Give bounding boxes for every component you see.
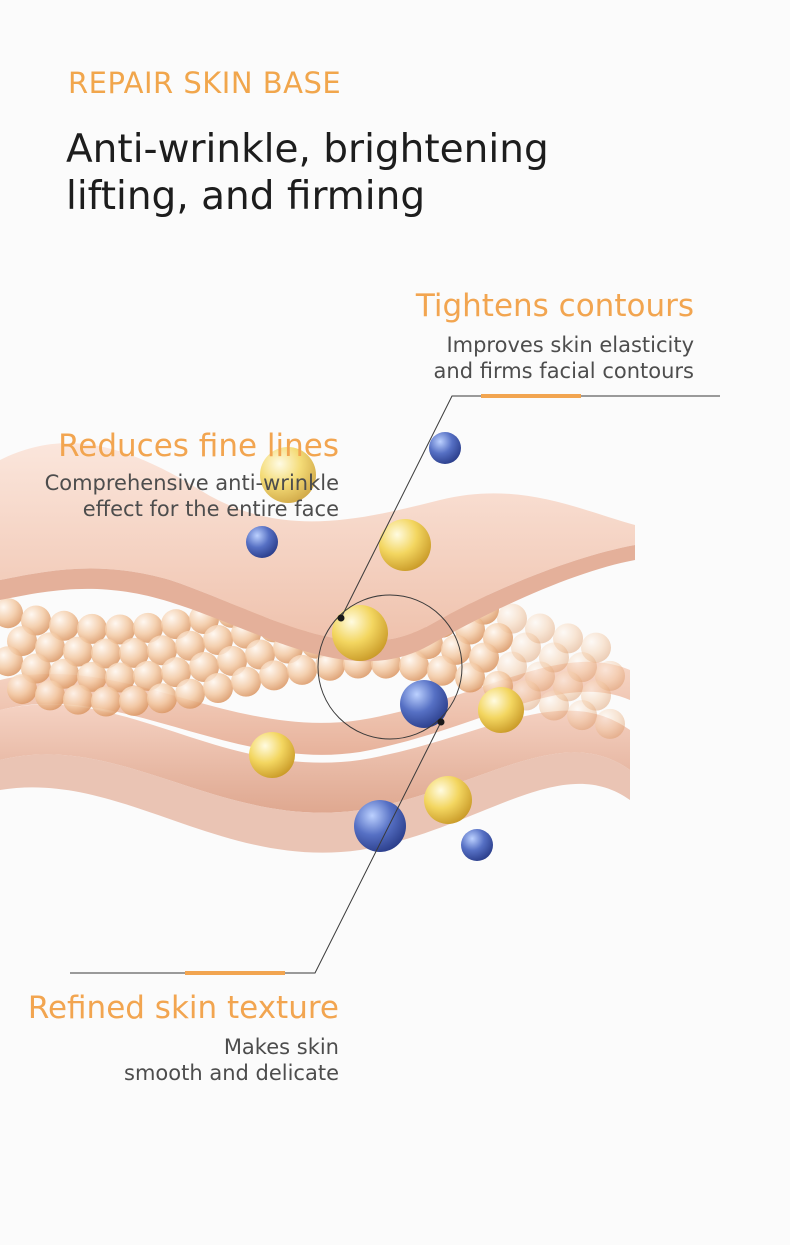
collagen-bead	[203, 673, 233, 704]
collagen-bead	[539, 690, 569, 721]
gold-capsule	[332, 605, 388, 661]
collagen-bead	[63, 636, 93, 667]
skin-layer-bottom	[0, 704, 630, 813]
feature-title: Refined skin texture	[27, 990, 339, 1026]
blue-capsule	[354, 800, 406, 852]
collagen-bead	[175, 678, 205, 709]
accent-bar-top	[481, 394, 581, 398]
collagen-bead	[49, 610, 79, 641]
blue-capsule	[429, 432, 461, 464]
collagen-bead	[231, 666, 261, 697]
collagen-bead	[77, 613, 107, 644]
collagen-bead	[91, 638, 121, 669]
collagen-bead	[175, 630, 205, 661]
feature-title: Tightens contours	[415, 288, 694, 324]
feature-desc-line: Improves skin elasticity	[446, 333, 694, 357]
collagen-bead	[91, 686, 121, 717]
collagen-bead	[0, 646, 23, 677]
blue-capsule	[461, 829, 493, 861]
magnifier-ring	[317, 594, 463, 740]
skin-layers-illustration	[0, 394, 720, 975]
feature-refined-skin-texture: Refined skin texture Makes skin smooth a…	[28, 990, 339, 1086]
collagen-bead	[63, 684, 93, 715]
accent-bar-bottom	[185, 971, 285, 975]
feature-desc-line: Makes skin	[223, 1035, 339, 1059]
collagen-bead	[119, 637, 149, 668]
collagen-bead	[427, 655, 457, 686]
gold-capsule	[379, 519, 431, 571]
collagen-bead	[259, 660, 289, 691]
collagen-bead	[161, 609, 191, 640]
collagen-bead	[147, 635, 177, 666]
callout-dot-bottom	[437, 718, 445, 726]
feature-desc-line: Comprehensive anti-wrinkle	[44, 471, 339, 495]
feature-reduces-fine-lines: Reduces fine lines Comprehensive anti-wr…	[45, 428, 339, 522]
collagen-bead	[147, 683, 177, 714]
blue-capsule	[246, 526, 278, 558]
callout-dot-top	[337, 614, 345, 622]
gold-capsule	[260, 447, 316, 503]
collagen-bead	[133, 660, 163, 691]
callout-line-top	[340, 395, 720, 619]
collagen-bead	[49, 658, 79, 689]
feature-title: Reduces fine lines	[58, 428, 339, 464]
collagen-bead	[119, 685, 149, 716]
collagen-bead	[455, 662, 485, 693]
section-eyebrow: REPAIR SKIN BASE	[68, 66, 342, 100]
gold-capsule	[249, 732, 295, 778]
feature-tightens-contours: Tightens contours Improves skin elastici…	[416, 288, 694, 384]
skin-layer-top-edge	[0, 545, 635, 662]
page-headline: Anti-wrinkle, brightening lifting, and f…	[66, 126, 549, 220]
collagen-bead	[35, 632, 65, 663]
collagen-bead	[35, 680, 65, 711]
collagen-bead	[105, 662, 135, 693]
collagen-bead	[399, 650, 429, 681]
skin-layer-bottom-edge	[0, 752, 630, 853]
feature-desc-line: and firms facial contours	[433, 359, 694, 383]
skin-layer-top	[0, 443, 635, 642]
headline-line-2: lifting, and firming	[66, 174, 426, 219]
headline-line-1: Anti-wrinkle, brightening	[66, 127, 549, 172]
gold-capsule	[424, 776, 472, 824]
collagen-bead	[7, 674, 37, 705]
feature-desc-line: effect for the entire face	[82, 497, 339, 521]
collagen-bead	[133, 612, 163, 643]
collagen-bead	[595, 708, 625, 739]
gold-capsule	[478, 687, 524, 733]
callout-line-bottom	[70, 721, 442, 974]
collagen-bead	[567, 700, 597, 731]
collagen-bead	[161, 657, 191, 688]
blue-capsule	[400, 680, 448, 728]
collagen-bead	[287, 654, 317, 685]
feature-desc-line: smooth and delicate	[124, 1061, 339, 1085]
collagen-bead	[105, 614, 135, 645]
collagen-bead	[0, 598, 23, 629]
collagen-bead	[77, 661, 107, 692]
